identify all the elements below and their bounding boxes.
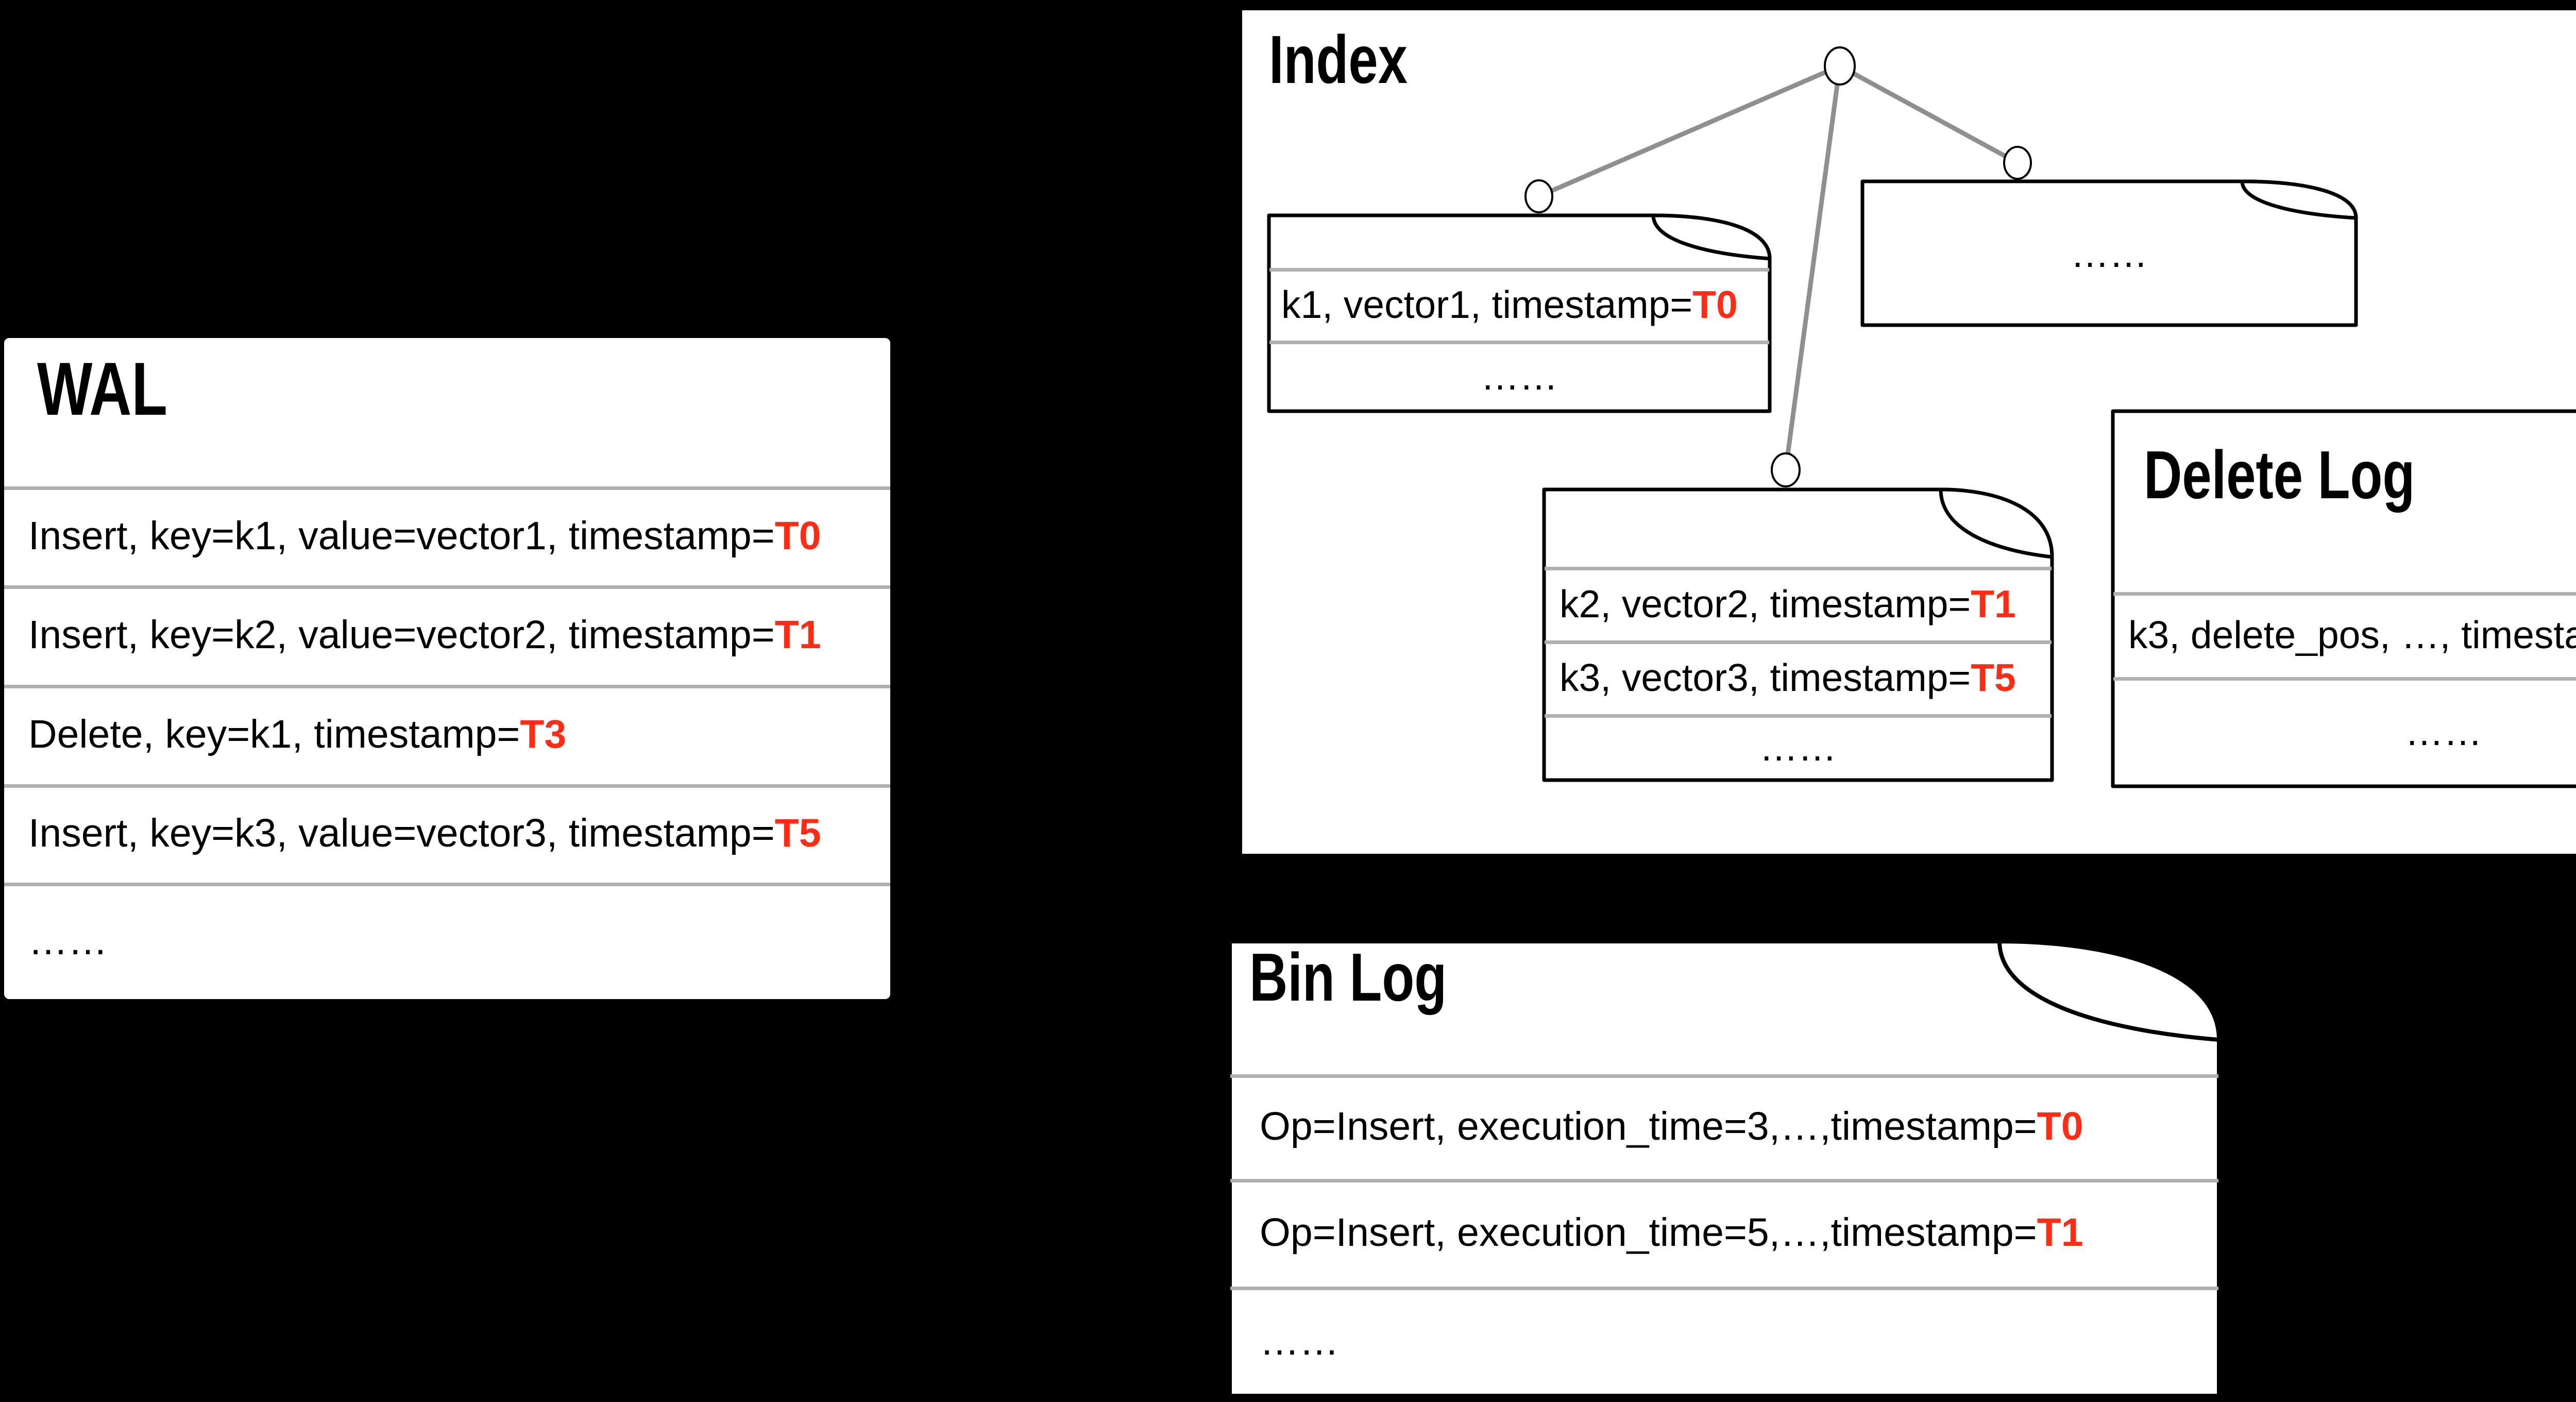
wal-row-text: Insert, key=k3, value=vector3, timestamp…	[28, 811, 775, 856]
folded-corner	[1651, 213, 1772, 261]
timestamp-value: T0	[1692, 282, 1738, 326]
ellipsis-text: ……	[1260, 1319, 1339, 1363]
ellipsis-text: ……	[1759, 725, 1837, 769]
tree-edge	[1783, 65, 1842, 470]
timestamp-value: T0	[2037, 1104, 2083, 1149]
divider	[4, 486, 890, 490]
divider	[4, 585, 890, 589]
index-title: Index	[1269, 22, 1408, 97]
document-shape	[1860, 179, 2358, 327]
ellipsis-text: ……	[28, 918, 108, 963]
timestamp-value: T5	[774, 811, 821, 856]
ellipsis-text: ……	[2405, 710, 2482, 753]
wal-row: Delete, key=k1, timestamp=T3	[28, 685, 886, 784]
bin-log-row-text: Op=Insert, execution_time=5,…,timestamp=	[1260, 1210, 2037, 1255]
bin-log-row: Op=Insert, execution_time=3,…,timestamp=…	[1260, 1074, 2216, 1179]
divider	[1230, 1179, 2218, 1183]
index-tree	[1524, 46, 2032, 487]
bin-log-row-text: Op=Insert, execution_time=3,…,timestamp=	[1260, 1104, 2037, 1149]
timestamp-value: T5	[1971, 655, 2016, 699]
divider	[2113, 592, 2576, 596]
delete-log-row-ellipsis: ……	[2115, 677, 2576, 786]
wal-row: Insert, key=k1, value=vector1, timestamp…	[28, 486, 886, 585]
segment-row-ellipsis: ……	[1271, 341, 1768, 411]
ellipsis-text: ……	[2071, 231, 2148, 275]
wal-box: WAL Insert, key=k1, value=vector1, times…	[4, 338, 890, 999]
tree-node-right	[2003, 146, 2032, 180]
bin-log-title: Bin Log	[1249, 939, 1447, 1015]
segment-row-text: k3, vector3, timestamp=	[1560, 655, 1971, 699]
timestamp-value: T3	[520, 712, 567, 757]
ellipsis-text: ……	[1481, 354, 1558, 398]
delete-log-title: Delete Log	[2144, 437, 2415, 513]
folded-corner	[2240, 179, 2358, 220]
divider	[1545, 640, 2052, 644]
tree-node-left	[1524, 179, 1553, 213]
document-shape	[1267, 213, 1772, 413]
divider	[4, 883, 890, 886]
tree-edge	[1538, 63, 1841, 199]
delete-log-row-text: k3, delete_pos, …, timestamp=	[2128, 613, 2576, 656]
tree-node-middle	[1771, 452, 1801, 487]
timestamp-value: T1	[774, 613, 821, 657]
document-shape	[1542, 487, 2054, 782]
divider	[1269, 341, 1769, 344]
segment-row: k1, vector1, timestamp=T0	[1281, 268, 1768, 341]
timestamp-value: T1	[1971, 582, 2016, 626]
wal-row: Insert, key=k2, value=vector2, timestamp…	[28, 585, 886, 685]
delete-log-row: k3, delete_pos, …, timestamp=T3	[2128, 592, 2576, 677]
divider	[1545, 567, 2052, 570]
index-segment-doc-c: k2, vector2, timestamp=T1 k3, vector3, t…	[1542, 487, 2054, 782]
divider	[1545, 714, 2052, 718]
wal-title: WAL	[37, 347, 168, 431]
divider	[4, 784, 890, 788]
bin-log-row: Op=Insert, execution_time=5,…,timestamp=…	[1260, 1179, 2216, 1287]
wal-row-ellipsis: ……	[28, 883, 886, 999]
index-panel: Index k1, vector1, ti	[1242, 10, 2576, 854]
divider	[1269, 268, 1769, 272]
tree-nodes	[1524, 46, 2032, 487]
divider	[1230, 1287, 2218, 1290]
tree-edges	[1538, 63, 2019, 470]
segment-row-text: k2, vector2, timestamp=	[1560, 582, 1971, 626]
index-segment-doc-a: k1, vector1, timestamp=T0 ……	[1267, 213, 1772, 413]
divider	[1230, 1074, 2218, 1078]
wal-row-text: Delete, key=k1, timestamp=	[28, 712, 520, 757]
bin-log-doc: Bin Log Op=Insert, execution_time=3,…,ti…	[1228, 939, 2221, 1398]
document-shape	[1228, 939, 2221, 1398]
bin-log-row-ellipsis: ……	[1260, 1287, 2216, 1396]
segment-row-ellipsis: ……	[1865, 179, 2354, 327]
segment-row-text: k1, vector1, timestamp=	[1281, 282, 1693, 326]
segment-row: k2, vector2, timestamp=T1	[1560, 567, 2050, 640]
folded-corner	[1939, 487, 2054, 559]
wal-row-text: Insert, key=k1, value=vector1, timestamp…	[28, 513, 775, 558]
tree-root-node	[1824, 46, 1856, 86]
segment-row: k3, vector3, timestamp=T5	[1560, 640, 2050, 714]
delete-log-doc: Delete Log k3, delete_pos, …, timestamp=…	[2111, 409, 2576, 788]
folded-corner	[1997, 939, 2221, 1042]
tree-edge	[1838, 64, 2019, 165]
divider	[2113, 677, 2576, 681]
index-segment-doc-b: ……	[1860, 179, 2358, 327]
document-shape	[2111, 409, 2576, 788]
divider	[4, 685, 890, 688]
wal-row: Insert, key=k3, value=vector3, timestamp…	[28, 784, 886, 883]
wal-row-text: Insert, key=k2, value=vector2, timestamp…	[28, 613, 775, 657]
timestamp-value: T1	[2037, 1210, 2083, 1255]
segment-row-ellipsis: ……	[1546, 714, 2050, 780]
timestamp-value: T0	[774, 513, 821, 558]
